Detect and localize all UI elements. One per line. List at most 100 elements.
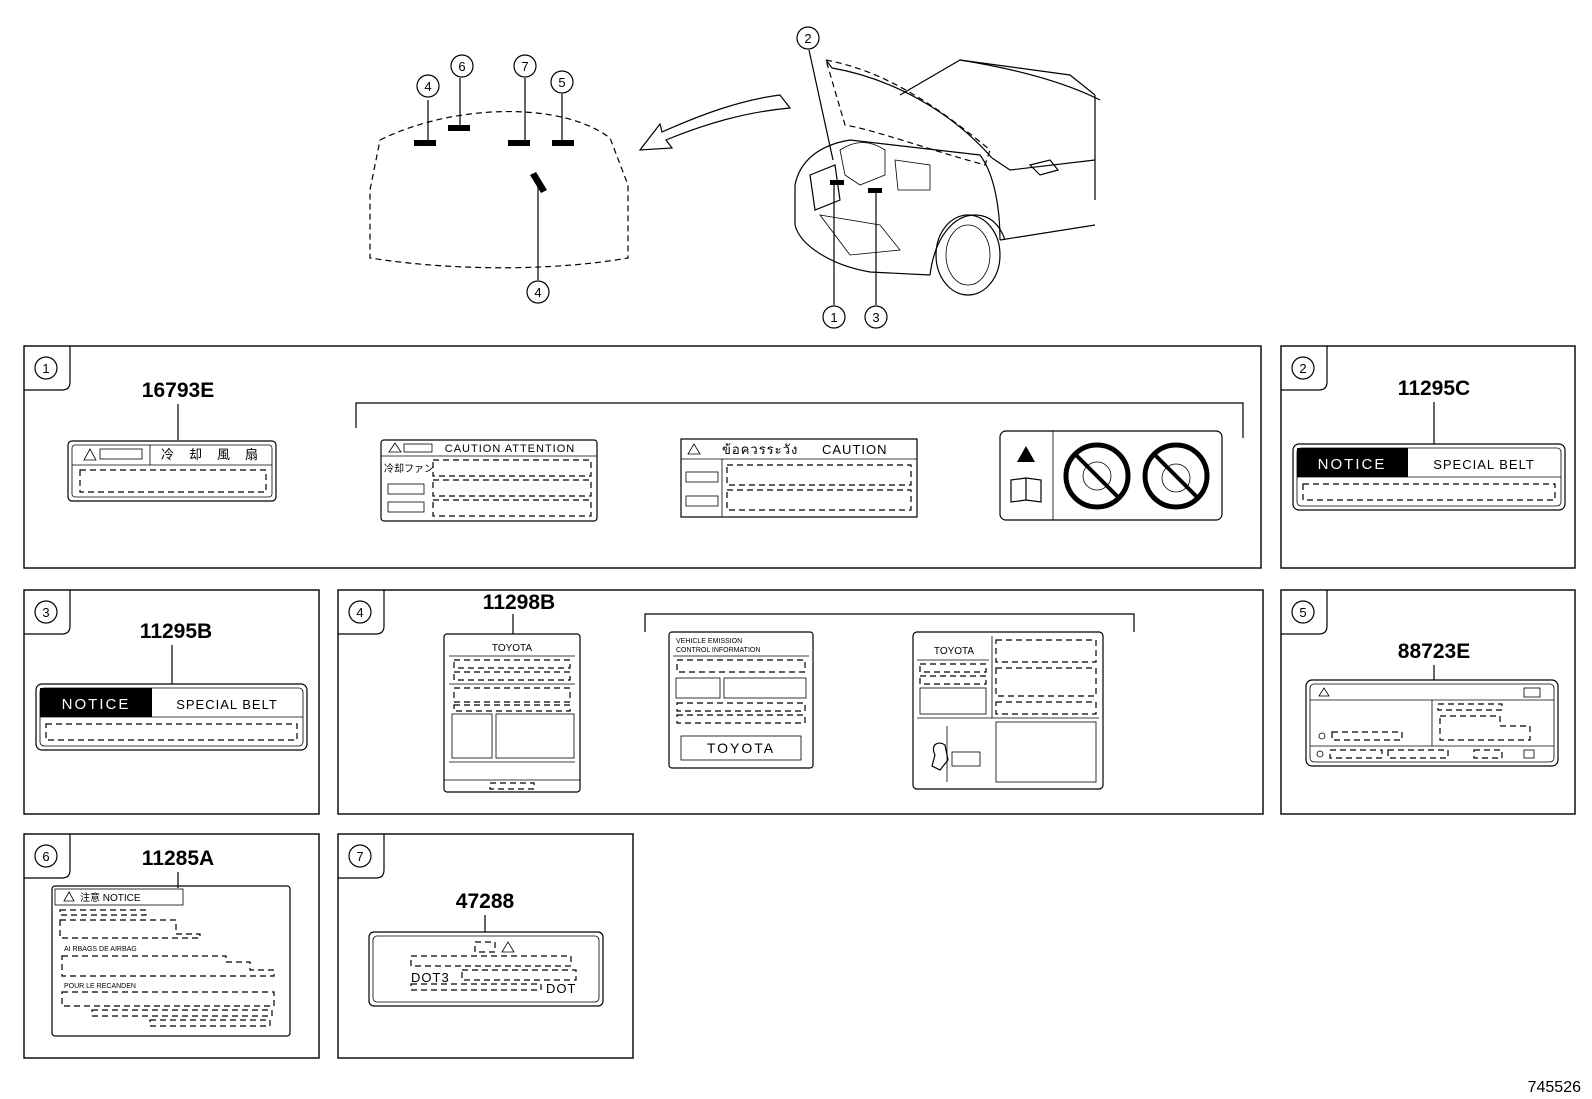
callout-circle xyxy=(822,305,846,329)
brand-text: TOYOTA xyxy=(934,646,975,657)
side-mirror xyxy=(1028,159,1060,176)
label-pictogram xyxy=(999,430,1223,521)
label-caution-attention xyxy=(380,439,598,522)
arrow-icon xyxy=(638,94,792,151)
label-emission-toyota-a xyxy=(443,633,581,793)
diagram-reference-code: 745526 xyxy=(1528,1079,1581,1096)
label-line: AI RBAGS DE AIRBAG xyxy=(64,946,137,953)
brand-plate xyxy=(680,735,802,761)
label-16793e xyxy=(67,440,277,502)
part-number: 16793E xyxy=(142,379,214,402)
panel-frame xyxy=(23,833,320,1059)
panel-5: 5 88723E xyxy=(1280,589,1576,815)
warning-icon xyxy=(1318,687,1330,697)
label-header-thai: ข้อควรระวัง xyxy=(722,442,798,457)
panel-frame xyxy=(337,589,1264,815)
label-line: POUR LE RECANDEN xyxy=(64,983,136,990)
label-88723e xyxy=(1305,679,1559,767)
label-header: CAUTION ATTENTION xyxy=(445,443,575,455)
panel-index: 4 xyxy=(356,605,363,620)
panel-3: 3 11295B NOTICE SPECIAL BELT xyxy=(23,589,320,815)
engine-part xyxy=(839,142,886,186)
panel-2: 2 11295C NOTICE SPECIAL BELT xyxy=(1280,345,1576,569)
brand-text: TOYOTA xyxy=(707,740,775,756)
panel-index: 2 xyxy=(1299,361,1306,376)
panel-frame xyxy=(23,589,320,815)
no-hand-belt-icon xyxy=(1142,442,1210,510)
panel-frame xyxy=(23,345,1262,569)
panel-index: 7 xyxy=(356,849,363,864)
part-number: 11295B xyxy=(140,620,212,643)
hood-marker-7 xyxy=(508,140,530,146)
warning-icon xyxy=(63,891,75,902)
callout-circle xyxy=(864,305,888,329)
part-number: 88723E xyxy=(1398,640,1470,663)
hood-marker-5 xyxy=(552,140,574,146)
gear-icon xyxy=(1316,750,1324,758)
warning-icon xyxy=(83,448,97,461)
panel-index: 3 xyxy=(42,605,49,620)
dot3-text: DOT3 xyxy=(411,970,450,985)
part-number: 11285A xyxy=(142,847,214,870)
callout-circle xyxy=(550,70,574,94)
ac-icon xyxy=(1523,687,1541,698)
callout-circle xyxy=(526,280,550,304)
label-side-text: 冷却ファン xyxy=(384,462,434,475)
front-wheel xyxy=(935,214,1001,296)
warning-icon xyxy=(388,442,402,453)
dot-text: DOT xyxy=(546,981,576,996)
callout-number: 3 xyxy=(872,310,879,325)
panel-7: 7 47288 DOT3 DOT xyxy=(337,833,634,1059)
panel-1: 1 16793E 冷 却 風 扇 CAUTION ATTENTION 冷却ファン… xyxy=(23,345,1262,569)
label-special-belt xyxy=(1292,443,1566,511)
special-belt-text: SPECIAL BELT xyxy=(176,697,278,712)
notice-text: NOTICE xyxy=(1318,456,1387,473)
callout-number: 1 xyxy=(830,310,837,325)
hood-outline xyxy=(369,111,629,269)
headlight xyxy=(809,164,841,211)
warning-icon xyxy=(501,941,515,953)
callout-circle xyxy=(513,54,537,78)
hood-marker-4a xyxy=(414,140,436,146)
warning-icon xyxy=(1017,446,1035,462)
panel-index: 1 xyxy=(42,361,49,376)
label-header: 冷 却 風 扇 xyxy=(161,447,259,462)
hood-overview: 4 6 7 5 4 xyxy=(369,54,629,304)
panel-index: 5 xyxy=(1299,605,1306,620)
panel-frame xyxy=(1280,345,1576,569)
panel-4: 4 11298B TOYOTA VEHICLE EMISSION CONTROL… xyxy=(337,589,1264,815)
notice-text: NOTICE xyxy=(62,696,131,713)
label-header: CAUTION xyxy=(822,442,888,457)
callout-number: 6 xyxy=(458,59,465,74)
car-overview: 2 1 3 xyxy=(794,26,1101,329)
car-marker-1 xyxy=(830,180,844,185)
part-number: 47288 xyxy=(456,890,515,913)
label-special-belt xyxy=(35,683,308,751)
warning-icon xyxy=(687,443,701,455)
engine-pictogram xyxy=(931,742,949,771)
car-marker-3 xyxy=(868,188,882,193)
hood-marker-4b xyxy=(530,172,547,193)
part-number: 11298B xyxy=(483,591,555,614)
callout-number: 5 xyxy=(558,75,565,90)
label-47288 xyxy=(368,931,604,1007)
callout-circle xyxy=(416,74,440,98)
grille xyxy=(819,214,901,256)
no-hand-fan-icon xyxy=(1063,442,1131,510)
part-number: 11295C xyxy=(1398,377,1470,400)
special-belt-text: SPECIAL BELT xyxy=(1433,457,1535,472)
callout-circle xyxy=(450,54,474,78)
callout-number: 2 xyxy=(804,31,811,46)
callout-number: 7 xyxy=(521,59,528,74)
brand-text: TOYOTA xyxy=(492,643,533,654)
label-line: VEHICLE EMISSION xyxy=(676,638,742,645)
callout-number: 4 xyxy=(534,285,541,300)
callout-number: 4 xyxy=(424,79,431,94)
panel-6: 6 11285A 注意 NOTICE AI RBAGS DE AIRBAG PO… xyxy=(23,833,320,1059)
label-emission-toyota-c xyxy=(912,631,1104,790)
label-line: CONTROL INFORMATION xyxy=(676,647,760,654)
label-thai-caution xyxy=(680,438,918,518)
label-11285a xyxy=(51,885,291,1037)
panel-frame xyxy=(337,833,634,1059)
